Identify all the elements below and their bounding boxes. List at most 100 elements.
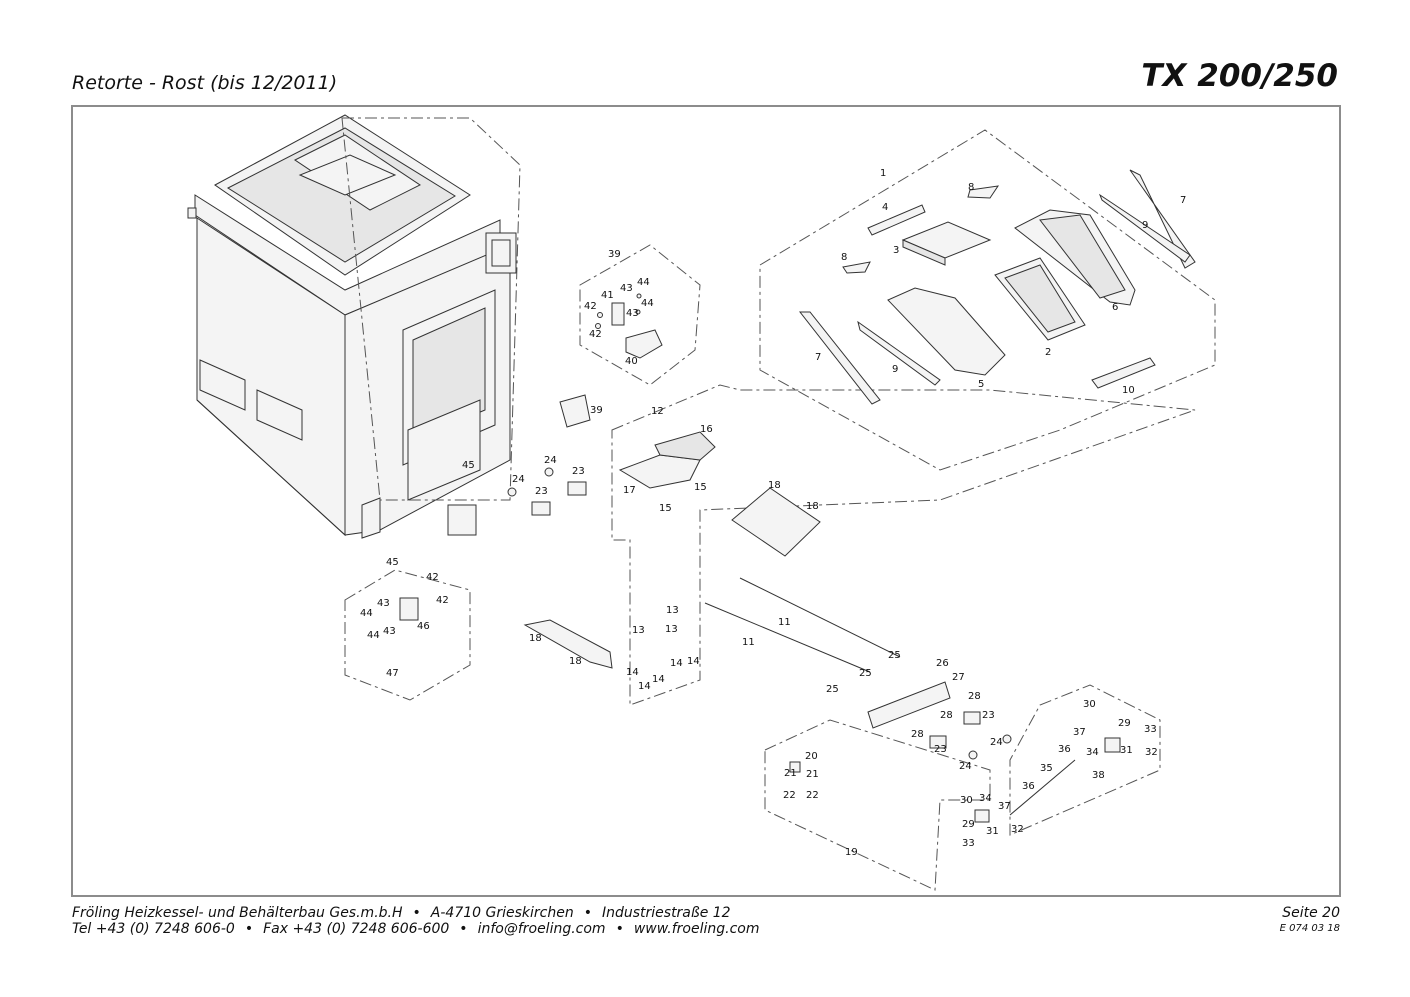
part-label-28: 28	[968, 691, 981, 702]
part-label-43: 43	[383, 626, 396, 637]
part-label-28: 28	[940, 710, 953, 721]
part-label-3: 3	[893, 245, 899, 256]
part-label-37: 37	[998, 801, 1011, 812]
group-1-outline	[759, 129, 1216, 471]
part-label-44: 44	[360, 608, 373, 619]
part-label-7: 7	[1180, 195, 1186, 206]
part-label-32: 32	[1011, 824, 1024, 835]
footer-street: Industriestraße 12	[601, 905, 731, 921]
part-label-29: 29	[1118, 718, 1131, 729]
part-label-25: 25	[826, 684, 839, 695]
model-label: TX 200/250	[1141, 58, 1338, 94]
footer-email[interactable]: info@froeling.com	[477, 921, 606, 937]
part-label-25: 25	[859, 668, 872, 679]
part-label-44: 44	[641, 298, 654, 309]
part-label-44: 44	[637, 277, 650, 288]
part-label-24: 24	[959, 761, 972, 772]
part-label-16: 16	[700, 424, 713, 435]
part-label-23: 23	[535, 486, 548, 497]
group-29-outline	[1009, 684, 1161, 836]
group-39-outline	[579, 244, 701, 386]
page-title: Retorte - Rost (bis 12/2011)	[72, 72, 338, 94]
part-label-45: 45	[462, 460, 475, 471]
bearing-group-39	[559, 293, 663, 428]
part-label-12: 12	[651, 406, 664, 417]
part-label-7: 7	[815, 352, 821, 363]
footer-city: A-4710 Grieskirchen	[430, 905, 574, 921]
part-label-34: 34	[1086, 747, 1099, 758]
part-label-38: 38	[1092, 770, 1105, 781]
part-label-42: 42	[589, 329, 602, 340]
part-label-21: 21	[806, 769, 819, 780]
part-label-22: 22	[783, 790, 796, 801]
part-label-33: 33	[962, 838, 975, 849]
part-label-14: 14	[670, 658, 683, 669]
part-label-37: 37	[1073, 727, 1086, 738]
part-label-1: 1	[880, 168, 886, 179]
part-label-5: 5	[978, 379, 984, 390]
part-label-40: 40	[625, 356, 638, 367]
group-45-outline	[344, 569, 471, 701]
part-label-42: 42	[426, 572, 439, 583]
part-label-47: 47	[386, 668, 399, 679]
part-label-43: 43	[620, 283, 633, 294]
group-12-outline	[611, 384, 1196, 706]
part-label-6: 6	[1112, 302, 1118, 313]
part-label-13: 13	[665, 624, 678, 635]
bearing-parts	[399, 467, 587, 621]
part-label-34: 34	[979, 793, 992, 804]
footer-tel: Tel +43 (0) 7248 606-0	[72, 921, 235, 937]
part-label-31: 31	[986, 826, 999, 837]
part-label-19: 19	[845, 847, 858, 858]
part-label-39: 39	[590, 405, 603, 416]
part-label-35: 35	[1040, 763, 1053, 774]
part-label-27: 27	[952, 672, 965, 683]
drive-linkage	[789, 681, 1121, 823]
footer-web[interactable]: www.froeling.com	[633, 921, 760, 937]
part-label-44: 44	[367, 630, 380, 641]
part-label-9: 9	[892, 364, 898, 375]
part-label-32: 32	[1145, 747, 1158, 758]
part-label-10: 10	[1122, 385, 1135, 396]
part-label-14: 14	[626, 667, 639, 678]
part-label-4: 4	[882, 202, 888, 213]
part-label-9: 9	[1142, 220, 1148, 231]
page-number: Seite 20	[1282, 905, 1340, 921]
part-label-18: 18	[529, 633, 542, 644]
part-label-18: 18	[768, 480, 781, 491]
part-label-15: 15	[659, 503, 672, 514]
footer-company: Fröling Heizkessel- und Behälterbau Ges.…	[72, 905, 403, 921]
grate-step-group-12	[523, 431, 901, 673]
part-label-30: 30	[1083, 699, 1096, 710]
part-label-21: 21	[784, 768, 797, 779]
part-label-43: 43	[626, 308, 639, 319]
part-label-29: 29	[962, 819, 975, 830]
part-label-11: 11	[778, 617, 791, 628]
part-label-15: 15	[694, 482, 707, 493]
part-label-8: 8	[841, 252, 847, 263]
part-label-13: 13	[666, 605, 679, 616]
footer-contact-line: Tel +43 (0) 7248 606-0•Fax +43 (0) 7248 …	[72, 921, 760, 937]
drawing-frame	[71, 105, 1341, 897]
part-label-28: 28	[911, 729, 924, 740]
part-label-23: 23	[934, 744, 947, 755]
footer-company-line: Fröling Heizkessel- und Behälterbau Ges.…	[72, 905, 731, 921]
part-label-36: 36	[1058, 744, 1071, 755]
part-label-45: 45	[386, 557, 399, 568]
part-label-14: 14	[652, 674, 665, 685]
part-label-43: 43	[377, 598, 390, 609]
part-label-14: 14	[687, 656, 700, 667]
part-label-8: 8	[968, 182, 974, 193]
part-label-20: 20	[805, 751, 818, 762]
footer-fax: Fax +43 (0) 7248 606-600	[263, 921, 450, 937]
part-label-17: 17	[623, 485, 636, 496]
part-label-23: 23	[572, 466, 585, 477]
part-label-22: 22	[806, 790, 819, 801]
part-label-30: 30	[960, 795, 973, 806]
part-label-13: 13	[632, 625, 645, 636]
part-label-36: 36	[1022, 781, 1035, 792]
grate-assembly	[798, 169, 1196, 405]
document-code: E 074 03 18	[1279, 923, 1340, 934]
